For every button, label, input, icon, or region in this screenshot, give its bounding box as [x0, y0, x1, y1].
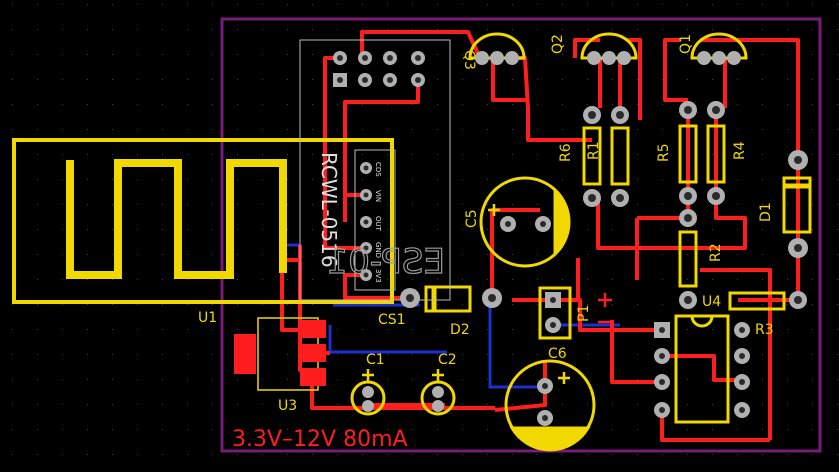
- module-outline: [299, 39, 451, 301]
- esp-antenna-outline: [12, 138, 394, 304]
- c5-stripe: [553, 186, 571, 258]
- label-r2: R2: [708, 243, 724, 262]
- polarity-marks: [362, 204, 570, 384]
- label-d1: D1: [758, 202, 774, 222]
- r4-outline: [706, 124, 726, 184]
- label-d2: D2: [450, 322, 470, 338]
- label-u3: U3: [278, 398, 297, 414]
- label-cs1: CS1: [378, 312, 406, 328]
- pad-holes: [337, 55, 802, 421]
- pin-label-gnd: GND: [374, 242, 382, 258]
- label-r4: R4: [732, 141, 748, 160]
- label-c2: C2: [438, 352, 457, 368]
- c2-outline: [420, 380, 456, 416]
- pin-label-cds: CDS: [374, 162, 382, 177]
- q1-outline: [690, 32, 748, 60]
- label-c6: C6: [548, 346, 567, 362]
- esp-mirrored-label: ESP-01: [327, 242, 445, 282]
- q3-outline: [468, 32, 526, 60]
- power-note: 3.3V–12V 80mA: [232, 427, 408, 452]
- label-q1: Q1: [678, 34, 694, 54]
- silkscreen-layer: [12, 32, 812, 452]
- r3-outline: [728, 291, 786, 311]
- u4-outline: [674, 314, 730, 424]
- p1-outline: [538, 286, 572, 340]
- label-u4: U4: [702, 294, 721, 310]
- r6-outline: [582, 126, 602, 186]
- label-r5: R5: [656, 143, 672, 162]
- r2-outline: [678, 230, 698, 288]
- label-r3: R3: [755, 322, 774, 338]
- label-q3: Q3: [461, 50, 477, 70]
- module-label: RCWL-0516: [317, 152, 341, 268]
- u4-notch: [690, 315, 714, 328]
- label-q2-vertical: Q2: [550, 34, 566, 54]
- r5-outline: [678, 124, 698, 184]
- pin-label-3v3: 3V3: [374, 269, 382, 283]
- label-c5: C5: [464, 209, 480, 228]
- pads-layer: [234, 51, 808, 426]
- label-u1: U1: [198, 310, 217, 326]
- label-r6: R6: [558, 143, 574, 162]
- p1-polarity-marks: [598, 293, 612, 324]
- c6-stripe: [509, 426, 591, 452]
- pin-label-vin: VIN: [374, 190, 382, 202]
- d2-outline: [424, 285, 472, 313]
- q2-outline: [580, 32, 638, 60]
- label-r1: R1: [586, 141, 602, 160]
- label-c1: C1: [366, 352, 385, 368]
- u3-smd-pads: [234, 320, 326, 386]
- board-outline: [220, 17, 822, 453]
- label-p1: P1: [576, 305, 592, 322]
- pin-label-out: OUT: [374, 216, 382, 232]
- c1-outline: [350, 380, 386, 416]
- d1-outline: [782, 176, 812, 234]
- misc-pads: [400, 216, 561, 426]
- r1-outline: [610, 126, 630, 186]
- c1-c2-pads: [362, 386, 444, 412]
- esp-antenna-trace: [66, 159, 287, 279]
- transistor-pads: [475, 51, 741, 65]
